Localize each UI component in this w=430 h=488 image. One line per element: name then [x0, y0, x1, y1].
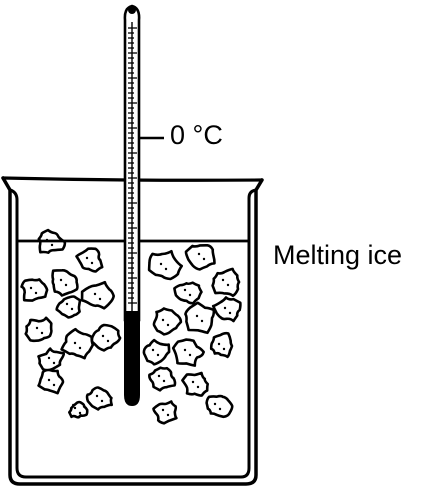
- ice-speckle: [162, 379, 166, 383]
- ice-speckle: [59, 278, 63, 282]
- ice-speckle: [191, 380, 195, 384]
- ice-cube: [147, 249, 183, 281]
- ice-speckle: [35, 326, 39, 330]
- ice-speckle: [228, 311, 232, 315]
- ice-cube: [181, 371, 209, 397]
- ice-speckle: [29, 286, 33, 290]
- temperature-label: 0 °C: [170, 120, 223, 150]
- thermometer-bulb: [124, 311, 140, 407]
- ice-speckle: [73, 406, 77, 410]
- ice-speckle: [70, 307, 74, 311]
- ice-speckle: [166, 323, 170, 327]
- ice-speckle: [85, 256, 89, 260]
- ice-cube: [24, 316, 53, 343]
- ice-speckle: [64, 283, 68, 287]
- ice-speckle: [101, 334, 105, 338]
- ice-cube: [37, 347, 66, 372]
- ice-cube: [60, 327, 95, 360]
- melting-ice-label: Melting ice: [273, 240, 403, 270]
- ice-cube: [205, 394, 234, 419]
- ice-cube: [152, 400, 178, 425]
- ice-speckle: [183, 348, 187, 352]
- beaker-inner-wall: [8, 188, 258, 479]
- ice-speckle: [159, 262, 163, 266]
- ice-speckle: [218, 407, 222, 411]
- ice-cubes: [20, 228, 242, 425]
- ice-speckle: [161, 318, 165, 322]
- ice-speckle: [213, 402, 217, 406]
- ice-speckle: [65, 302, 69, 306]
- ice-speckle: [93, 292, 97, 296]
- ice-speckle: [100, 399, 104, 403]
- ice-speckle: [95, 394, 99, 398]
- ice-speckle: [73, 341, 77, 345]
- ice-cube: [184, 301, 216, 335]
- ice-cube: [68, 400, 89, 419]
- ice-speckle: [90, 261, 94, 265]
- ice-speckle: [195, 314, 199, 318]
- ice-speckle: [50, 243, 54, 247]
- ice-speckle: [40, 331, 44, 335]
- ice-cube: [37, 368, 65, 395]
- ice-speckle: [196, 385, 200, 389]
- thermometer: [123, 4, 164, 407]
- ice-cube: [51, 268, 79, 297]
- ice-cube: [55, 295, 82, 319]
- ice-speckle: [156, 353, 160, 357]
- ice-cube: [20, 278, 49, 302]
- ice-speckle: [78, 346, 82, 350]
- ice-cube: [142, 338, 171, 366]
- ice-speckle: [98, 297, 102, 301]
- ice-speckle: [78, 411, 82, 415]
- ice-speckle: [188, 293, 192, 297]
- beaker-outer-wall: [1, 176, 264, 486]
- ice-speckle: [200, 319, 204, 323]
- ice-speckle: [202, 257, 206, 261]
- ice-cube: [152, 307, 183, 336]
- ice-cube: [85, 386, 113, 411]
- ice-speckle: [223, 306, 227, 310]
- ice-cube: [75, 247, 104, 273]
- ice-cube: [171, 338, 205, 367]
- ice-cube: [148, 366, 177, 392]
- ice-cube: [80, 280, 115, 310]
- ice-speckle: [151, 348, 155, 352]
- ice-speckle: [183, 288, 187, 292]
- ice-speckle: [222, 347, 226, 351]
- thermometer-scale: [128, 27, 137, 304]
- ice-speckle: [161, 408, 165, 412]
- thermometer-top-knob: [128, 6, 136, 14]
- ice-cube: [184, 243, 216, 271]
- ice-speckle: [34, 291, 38, 295]
- ice-speckle: [52, 383, 56, 387]
- ice-speckle: [217, 342, 221, 346]
- ice-speckle: [226, 283, 230, 287]
- ice-speckle: [166, 413, 170, 417]
- ice-speckle: [164, 267, 168, 271]
- ice-cube: [173, 281, 203, 305]
- ice-speckle: [221, 278, 225, 282]
- ice-speckle: [47, 378, 51, 382]
- ice-cube: [211, 267, 241, 298]
- ice-speckle: [188, 353, 192, 357]
- ice-speckle: [52, 361, 56, 365]
- ice-cube: [209, 331, 234, 359]
- ice-speckle: [157, 374, 161, 378]
- ice-speckle: [106, 339, 110, 343]
- ice-cube: [90, 323, 122, 352]
- ice-cube: [211, 296, 242, 323]
- ice-speckle: [197, 252, 201, 256]
- ice-speckle: [47, 356, 51, 360]
